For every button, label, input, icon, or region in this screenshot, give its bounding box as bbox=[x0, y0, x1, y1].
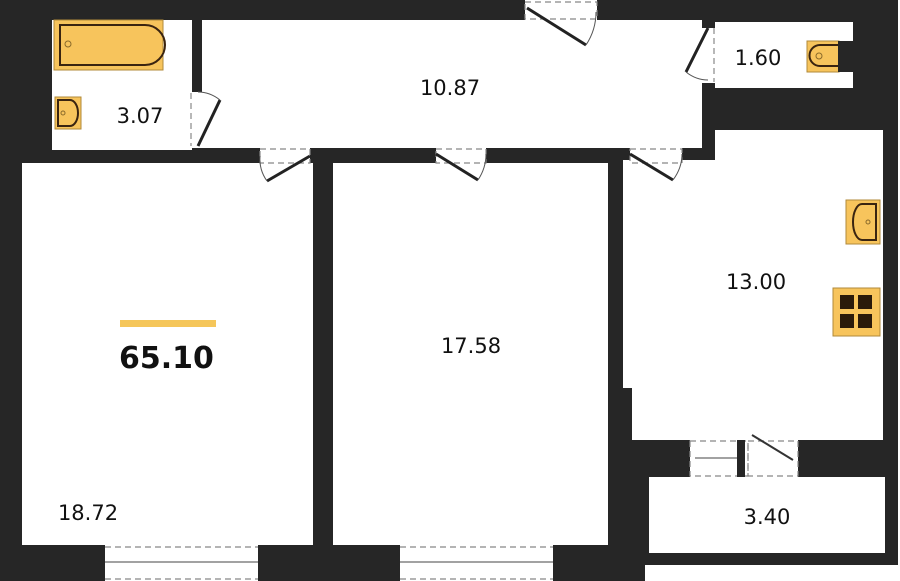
door-entrance[interactable] bbox=[524, 0, 598, 47]
stove-icon bbox=[832, 287, 881, 337]
room-hallway[interactable] bbox=[202, 20, 702, 148]
area-wc: 1.60 bbox=[735, 46, 782, 70]
door-bathroom[interactable] bbox=[190, 91, 222, 148]
total-area: 65.10 bbox=[119, 341, 214, 376]
area-room-middle: 17.58 bbox=[441, 334, 501, 358]
room-kitchen[interactable] bbox=[623, 130, 883, 440]
total-area-accent-bar bbox=[120, 320, 216, 327]
room-balcony[interactable] bbox=[649, 477, 885, 553]
area-bathroom: 3.07 bbox=[117, 104, 164, 128]
bathtub-icon bbox=[53, 19, 166, 71]
area-kitchen: 13.00 bbox=[726, 270, 786, 294]
area-room-left: 18.72 bbox=[58, 501, 118, 525]
room-middle[interactable] bbox=[333, 163, 608, 545]
room-left[interactable] bbox=[22, 163, 313, 545]
window-middle bbox=[400, 545, 553, 581]
toilet-icon bbox=[806, 40, 854, 73]
balcony-door[interactable] bbox=[689, 434, 799, 477]
door-wc[interactable] bbox=[684, 27, 715, 83]
area-hallway: 10.87 bbox=[420, 76, 480, 100]
sink-icon bbox=[54, 96, 82, 130]
door-room-left[interactable] bbox=[259, 148, 311, 183]
door-room-middle[interactable] bbox=[435, 148, 487, 182]
kitchen-sink-icon bbox=[845, 199, 881, 245]
area-balcony: 3.40 bbox=[744, 505, 791, 529]
door-kitchen[interactable] bbox=[629, 148, 683, 182]
window-left bbox=[105, 545, 258, 581]
